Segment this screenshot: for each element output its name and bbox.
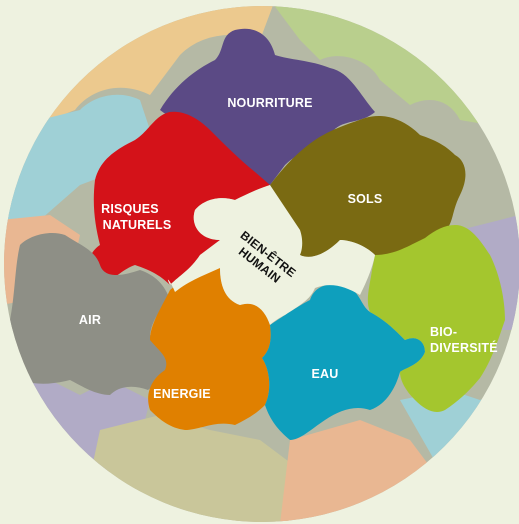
- eau-piece: [262, 284, 425, 440]
- risques-naturels-piece: [88, 111, 271, 285]
- biodiversite-piece: [367, 225, 505, 412]
- risques-label-line1: RISQUES: [101, 202, 159, 216]
- biodiversite-label-line1: BIO-: [430, 325, 457, 339]
- bien-etre-piece: [167, 185, 375, 325]
- nourriture-label: NOURRITURE: [227, 96, 312, 110]
- energie-label: ENERGIE: [153, 387, 211, 401]
- sols-piece: [270, 115, 466, 257]
- sols-label: SOLS: [348, 192, 383, 206]
- biodiversite-label-line2: DIVERSITÉ: [430, 340, 498, 355]
- energie-piece: [148, 268, 271, 430]
- risques-label-line2: NATURELS: [103, 218, 172, 232]
- air-piece: [8, 233, 190, 395]
- air-label: AIR: [79, 313, 101, 327]
- eau-label: EAU: [312, 367, 339, 381]
